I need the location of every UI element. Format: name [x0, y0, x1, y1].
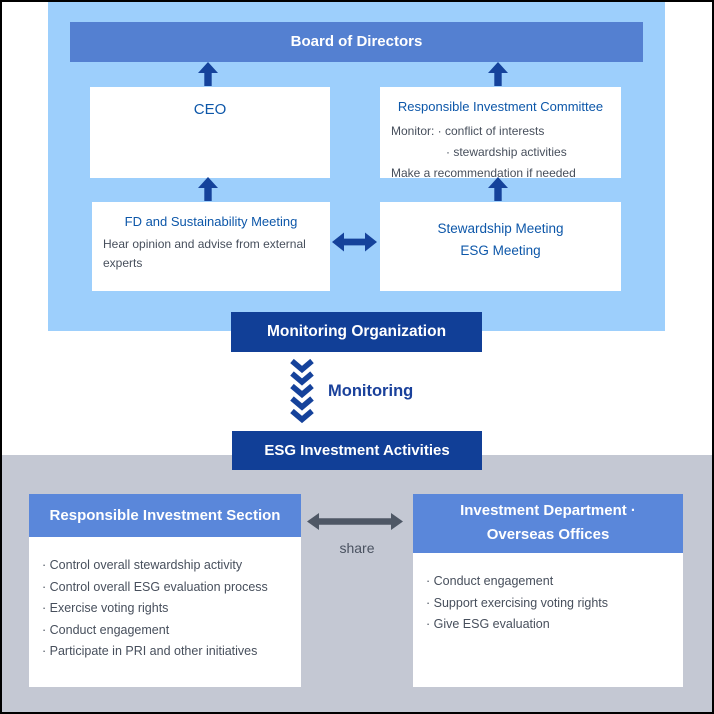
investment-department-title-line1: Investment Department · — [460, 502, 636, 519]
responsible-investment-section-header: Responsible Investment Section — [29, 494, 301, 537]
list-item: · Give ESG evaluation — [426, 617, 550, 631]
investment-department-title-line2: Overseas Offices — [486, 526, 610, 543]
esg-investment-activities-bar: ESG Investment Activities — [232, 431, 482, 470]
chevron-down-flow-icon — [290, 358, 314, 424]
responsible-investment-section-title: Responsible Investment Section — [49, 507, 281, 524]
list-item: · Control overall ESG evaluation process — [42, 579, 268, 594]
fd-meeting-title: FD and Sustainability Meeting — [124, 214, 298, 229]
investment-department-header: Investment Department · Overseas Offices — [413, 494, 683, 553]
up-arrow-icon — [488, 177, 508, 201]
up-arrow-icon — [198, 177, 218, 201]
monitoring-organization-label: Monitoring Organization — [266, 323, 447, 340]
ceo-label: CEO — [193, 101, 227, 118]
list-item: · Conduct engagement — [42, 622, 170, 637]
share-label: share — [339, 540, 375, 556]
board-of-directors-bar: Board of Directors — [70, 22, 643, 62]
monitoring-organization-bar: Monitoring Organization — [231, 312, 482, 352]
up-arrow-icon — [488, 62, 508, 86]
double-arrow-icon — [332, 232, 377, 252]
committee-body: Monitor: · conflict of interests · stewa… — [380, 114, 621, 184]
up-arrow-icon — [198, 62, 218, 86]
list-item: · Conduct engagement — [426, 574, 554, 588]
responsible-investment-section-body: · Control overall stewardship activity ·… — [29, 537, 301, 687]
list-item: · Support exercising voting rights — [426, 595, 609, 610]
list-item: · Participate in PRI and other initiativ… — [42, 644, 258, 658]
fd-meeting-body: Hear opinion and advise from external ex… — [103, 237, 306, 270]
committee-monitor-line1: Monitor: · conflict of interests — [391, 124, 545, 138]
list-item: · Control overall stewardship activity — [42, 558, 243, 572]
ceo-box: CEO — [90, 87, 330, 178]
responsible-investment-committee-box: Responsible Investment Committee Monitor… — [380, 87, 621, 180]
committee-title: Responsible Investment Committee — [397, 99, 604, 114]
stewardship-meeting-lines: Stewardship Meeting ESG Meeting — [380, 202, 621, 262]
list-item: · Exercise voting rights — [42, 601, 169, 615]
board-of-directors-label: Board of Directors — [290, 33, 423, 50]
committee-recommend-line: Make a recommendation if needed — [391, 166, 576, 180]
esg-meeting-label: ESG Meeting — [460, 243, 541, 258]
stewardship-meeting-label: Stewardship Meeting — [437, 221, 564, 236]
share-double-arrow-icon — [307, 513, 403, 530]
monitoring-flow-label: Monitoring — [328, 382, 414, 400]
esg-investment-activities-label: ESG Investment Activities — [264, 442, 450, 459]
stewardship-esg-meeting-box: Stewardship Meeting ESG Meeting — [380, 202, 621, 291]
committee-monitor-line2: · stewardship activities — [446, 145, 567, 159]
investment-department-body: · Conduct engagement · Support exercisin… — [413, 553, 683, 687]
investment-department-list: · Conduct engagement · Support exercisin… — [413, 553, 683, 631]
fd-sustainability-meeting-box: FD and Sustainability Meeting Hear opini… — [92, 202, 330, 291]
responsible-investment-section-list: · Control overall stewardship activity ·… — [29, 537, 301, 658]
